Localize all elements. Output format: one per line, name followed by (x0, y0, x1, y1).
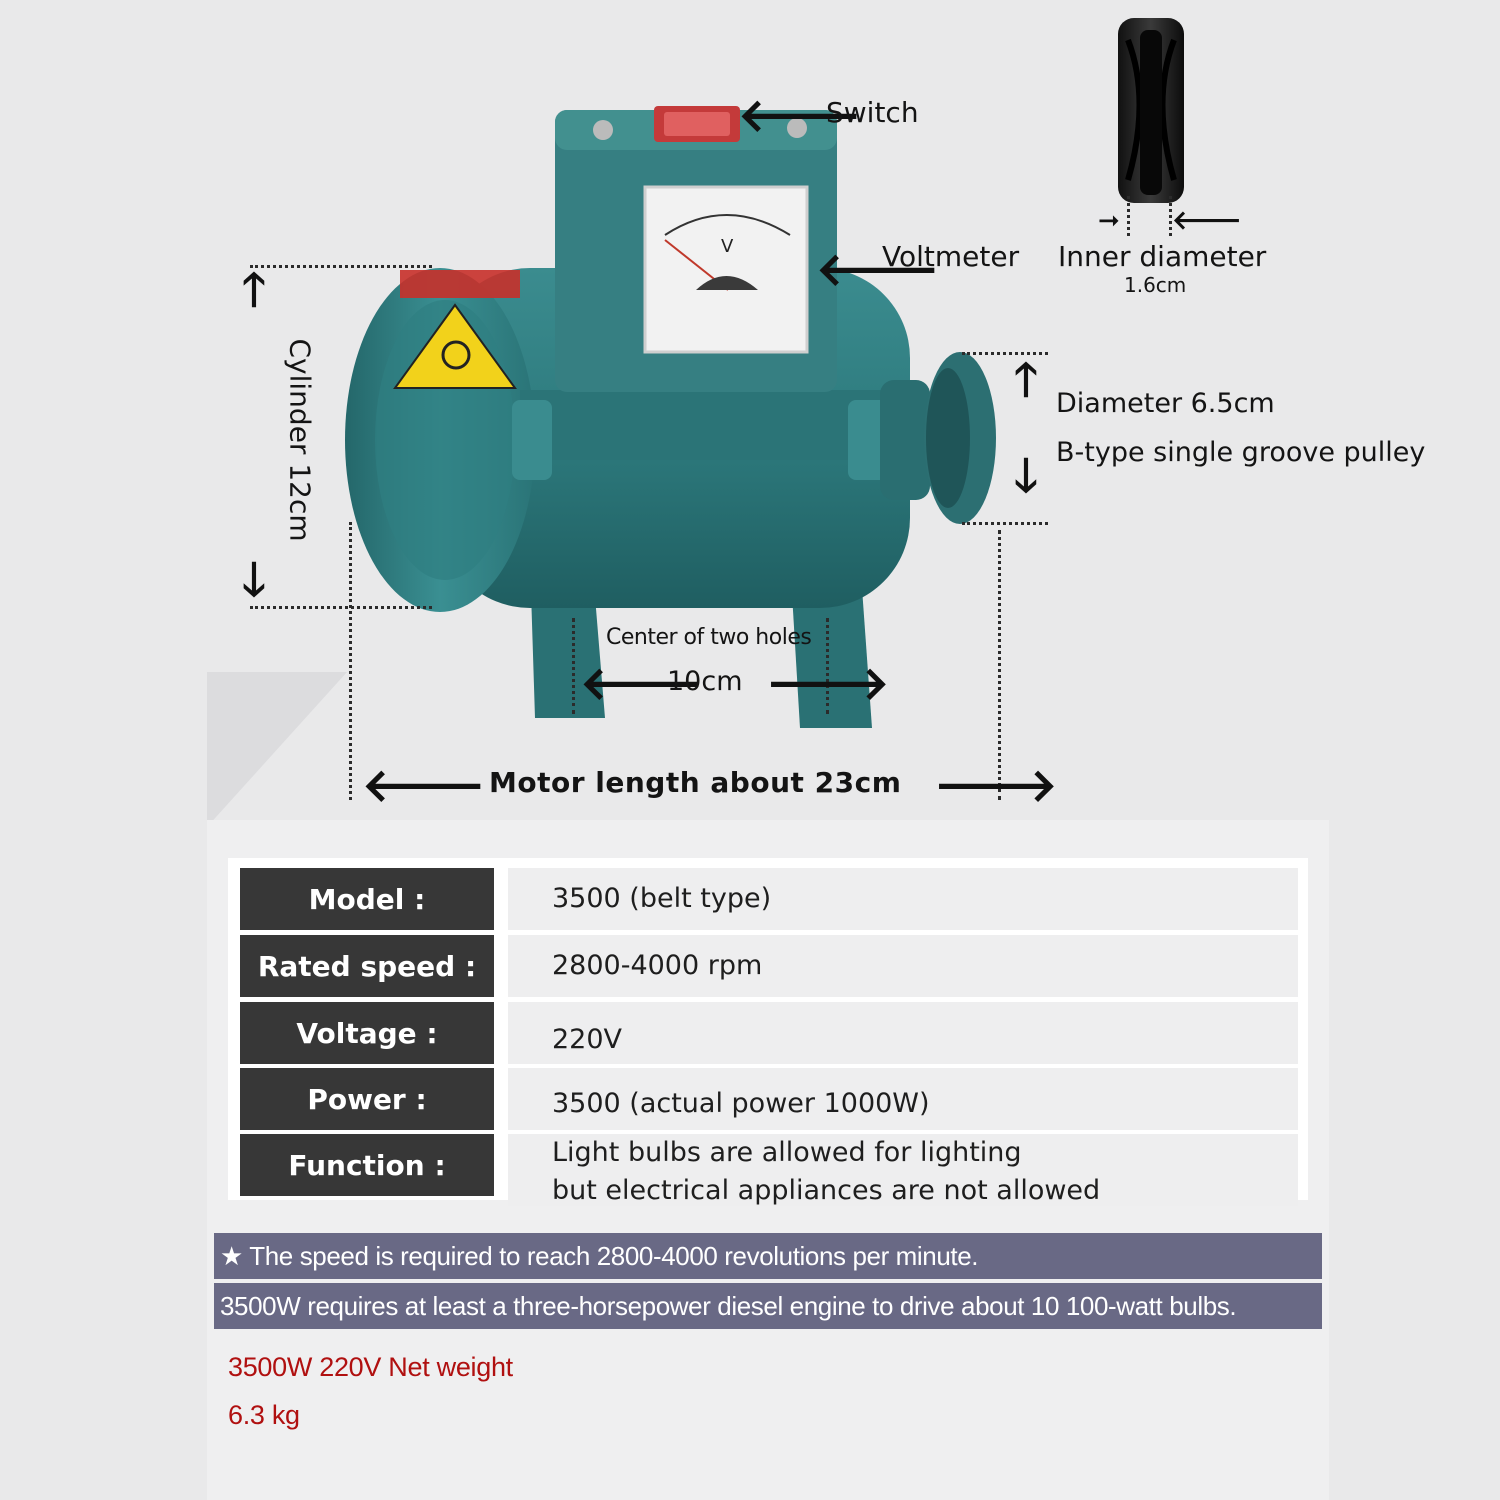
pulley-arrow-down: 🡓 (1014, 448, 1038, 502)
cylinder-arrow-up: 🡑 (242, 262, 266, 316)
weight-line-2: 6.3 kg (228, 1400, 300, 1430)
switch-arrow: 🡐 (738, 88, 862, 142)
spec-value-function: Light bulbs are allowed for lighting but… (508, 1134, 1298, 1206)
table-row: Model : 3500 (belt type) (240, 868, 1298, 930)
spec-key-rated-speed: Rated speed : (240, 935, 494, 997)
spec-key-function: Function : (240, 1134, 494, 1196)
length-label: Motor length about 23cm (489, 766, 902, 799)
holes-guide-left (572, 618, 575, 714)
cylinder-guide-bottom (250, 606, 432, 609)
holes-arrow-left: 🡐 (580, 656, 704, 710)
cylinder-label: Cylinder 12cm (283, 338, 317, 542)
dial-unit: V (721, 236, 734, 257)
table-row: Power : 3500 (actual power 1000W) (240, 1068, 1298, 1130)
pulley-guide-top (962, 352, 1048, 355)
spec-value-voltage: 220V (508, 1002, 1298, 1064)
holes-guide-right (826, 618, 829, 714)
spec-value-power: 3500 (actual power 1000W) (508, 1068, 1298, 1130)
inner-diameter-arrow-right: ➞ (1098, 206, 1120, 236)
length-arrow-left: 🡐 (362, 758, 486, 812)
engine-note: 3500W requires at least a three-horsepow… (214, 1283, 1322, 1329)
voltmeter-arrow: 🡐 (816, 242, 940, 296)
pulley-diameter-label: Diameter 6.5cm (1056, 388, 1275, 419)
inner-diameter-label: Inner diameter (1058, 240, 1267, 273)
inner-diameter-guide-left (1127, 196, 1130, 236)
inner-diameter-guide-right (1169, 196, 1172, 236)
pulley-guide-bottom (962, 522, 1048, 525)
length-guide-left (349, 522, 352, 800)
function-line-2: but electrical appliances are not allowe… (552, 1175, 1101, 1206)
cylinder-guide-top (250, 265, 432, 268)
holes-label: Center of two holes (606, 625, 812, 650)
spec-key-model: Model : (240, 868, 494, 930)
spec-value-model: 3500 (belt type) (508, 868, 1298, 930)
inner-diameter-value: 1.6cm (1124, 273, 1187, 297)
motor-illustration: V (345, 18, 1184, 728)
switch-label: Switch (826, 96, 919, 129)
pulley-type-label: B-type single groove pulley (1056, 437, 1426, 468)
table-row: Rated speed : 2800-4000 rpm (240, 935, 1298, 997)
pulley-arrow-up: 🡑 (1014, 352, 1038, 406)
speed-note: ★ The speed is required to reach 2800-40… (214, 1233, 1322, 1279)
voltmeter-label: Voltmeter (882, 240, 1020, 273)
table-row: Function : Light bulbs are allowed for l… (240, 1134, 1298, 1206)
background-wedge (207, 672, 347, 827)
table-row: Voltage : 220V (240, 1002, 1298, 1064)
spec-key-voltage: Voltage : (240, 1002, 494, 1064)
length-arrow-right: 🡒 (934, 758, 1058, 812)
spec-table: Model : 3500 (belt type) Rated speed : 2… (228, 858, 1308, 1206)
holes-value: 10cm (667, 666, 743, 697)
spec-key-power: Power : (240, 1068, 494, 1130)
spec-value-rated-speed: 2800-4000 rpm (508, 935, 1298, 997)
cylinder-arrow-down: 🡓 (242, 552, 266, 606)
weight-line-1: 3500W 220V Net weight (228, 1352, 513, 1382)
holes-arrow-right: 🡒 (766, 656, 890, 710)
function-line-1: Light bulbs are allowed for lighting (552, 1137, 1022, 1168)
inner-diameter-arrow-left: 🡐 (1172, 206, 1242, 236)
length-guide-right (998, 530, 1001, 800)
